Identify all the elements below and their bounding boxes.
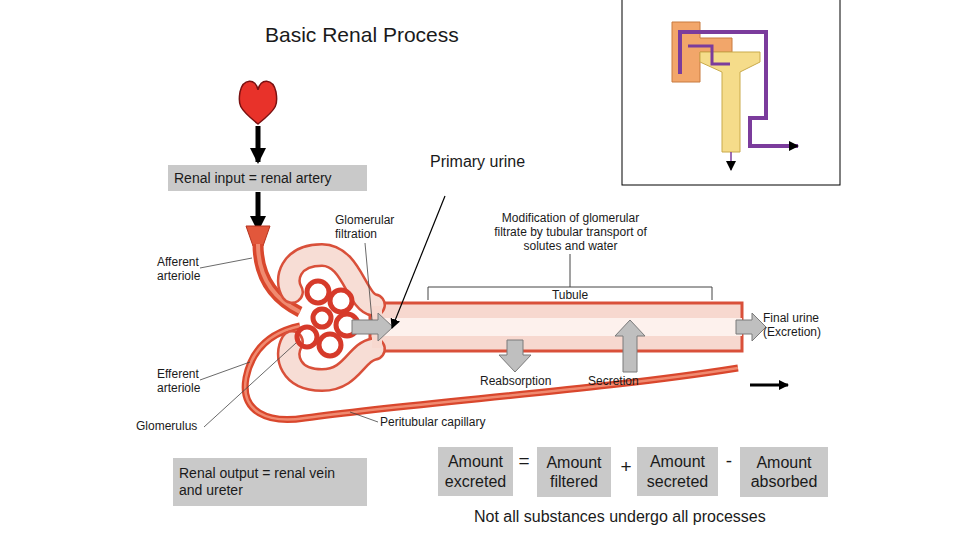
part-label: Efferent arteriole: [157, 368, 217, 396]
callout-label: Primary urine: [430, 153, 570, 171]
excretion-arrow: [736, 313, 766, 341]
flow-arrow: [256, 192, 261, 230]
heart-symbol: [239, 81, 277, 124]
inset-flow: [730, 152, 732, 170]
flow-arrow: [256, 126, 261, 162]
tubule-lumen: [372, 318, 742, 336]
capillary-loop: [330, 290, 352, 312]
inset-vessel: [688, 46, 730, 64]
part-label: Glomerular filtration: [335, 214, 405, 242]
capillary-loop: [313, 309, 331, 327]
part-label: Final urine (Excretion): [763, 312, 838, 340]
box-text: Renal input = renal artery: [174, 170, 332, 187]
filtration-arrow: [352, 313, 393, 341]
leader-line: [350, 412, 378, 422]
equation-term: Amount secreted: [637, 447, 718, 496]
secretion-arrow: [615, 320, 645, 372]
reabsorption-arrow: [499, 340, 531, 372]
part-label: Tubule: [540, 289, 600, 303]
capillary-loop: [307, 281, 329, 303]
leader-line: [204, 343, 296, 427]
box-text: Renal output = renal vein and ureter: [179, 465, 361, 499]
process-label: Reabsorption: [480, 375, 570, 389]
part-label: Glomerulus: [136, 420, 216, 434]
flow-arrow: [750, 384, 788, 387]
leader-line: [365, 243, 372, 320]
equation-operator: +: [616, 456, 636, 478]
equation-term: Amount filtered: [537, 447, 611, 497]
box-text: Amount absorbed: [743, 453, 825, 491]
input-box: Renal input = renal artery: [168, 165, 367, 191]
leader-line: [200, 362, 250, 380]
equation-term: Amount excreted: [438, 447, 513, 496]
process-note: Modification of glomerular filtrate by t…: [488, 212, 653, 253]
inset-frame: [622, 0, 840, 185]
part-label: Peritubular capillary: [380, 416, 520, 430]
box-text: Amount filtered: [540, 453, 608, 491]
output-box: Renal output = renal vein and ureter: [173, 458, 367, 506]
inset-vessel: [680, 32, 798, 146]
footnote: Not all substances undergo all processes: [474, 508, 819, 526]
capillary-loop: [297, 327, 317, 347]
equation-operator: =: [514, 450, 534, 472]
tubule: [370, 303, 742, 351]
box-text: Amount secreted: [640, 452, 715, 490]
part-label: Afferent arteriole: [157, 256, 217, 284]
process-label: Secretion: [588, 375, 658, 389]
leader-line: [200, 258, 252, 268]
diagram-title: Basic Renal Process: [265, 23, 459, 47]
equation-operator: -: [719, 450, 739, 472]
capillary-loop: [319, 334, 341, 356]
box-text: Amount excreted: [441, 452, 510, 490]
primary-urine-pointer: [392, 196, 445, 328]
glomerulus-tuft: [297, 281, 358, 356]
equation-term: Amount absorbed: [740, 447, 828, 497]
afferent-arteriole: [246, 226, 270, 246]
